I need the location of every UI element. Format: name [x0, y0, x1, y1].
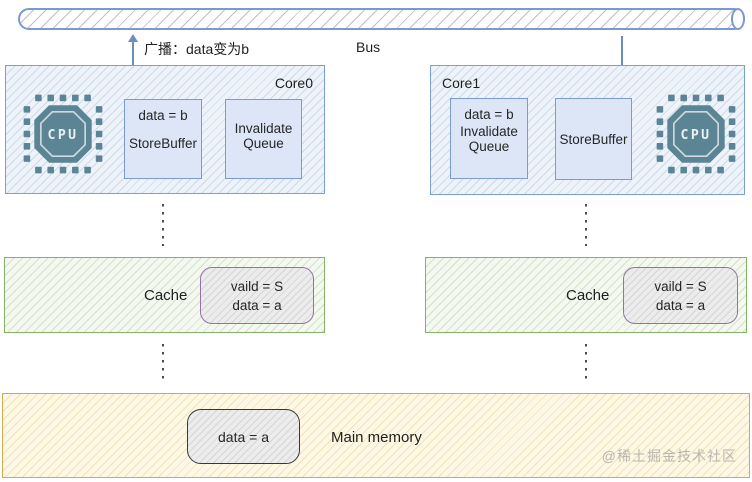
invalidate-queue-label-line1: Invalidate	[460, 124, 518, 139]
invalidate-queue-label-line1: Invalidate	[234, 121, 293, 136]
cache-label: Cache	[144, 287, 188, 304]
store-buffer-value: data = b	[138, 108, 188, 123]
cache-left-memory-connector	[162, 344, 164, 384]
invalidate-queue-label-line2: Queue	[243, 136, 284, 151]
bus-end-cap	[731, 8, 745, 30]
cache-line-valid: vaild = S	[230, 278, 284, 294]
memory-data-value: data = a	[218, 428, 269, 445]
core1-cache-connector	[585, 204, 587, 246]
core1-label: Core1	[442, 75, 481, 91]
store-buffer-label: StoreBuffer	[128, 136, 198, 151]
cache-line-valid: vaild = S	[654, 278, 707, 294]
watermark: @稀土掘金技术社区	[601, 448, 737, 464]
core0-store-buffer: data = b StoreBuffer	[124, 99, 202, 179]
cache-label: Cache	[566, 287, 610, 304]
bus-label: Bus	[356, 39, 381, 55]
invalidate-queue-value: data = b	[464, 107, 514, 122]
svg-text:CPU: CPU	[47, 128, 78, 143]
main-memory-box: data = a Main memory @稀土掘金技术社区	[2, 393, 750, 478]
core1-box: Core1 data = b Invalidate Queue StoreBuf…	[430, 65, 745, 195]
core1-store-buffer: StoreBuffer	[555, 98, 632, 180]
core0-cache-connector	[162, 204, 164, 246]
cache-line-data: data = a	[232, 297, 282, 313]
memory-data-box: data = a	[187, 409, 300, 464]
broadcast-label: 广播：data变为b	[144, 41, 250, 57]
svg-text:CPU: CPU	[680, 128, 711, 143]
cpu0-chip-icon: CPU	[23, 94, 103, 174]
core0-box: Core0 CPU data = b StoreBuffer Invalidat…	[5, 65, 325, 194]
cache-line-box: vaild = S data = a	[623, 267, 738, 324]
core0-label: Core0	[274, 75, 313, 91]
broadcast-arrow-up-icon	[128, 34, 138, 42]
core0-invalidate-queue: Invalidate Queue	[225, 99, 302, 179]
cache-line-data: data = a	[655, 297, 706, 313]
cache-right-memory-connector	[585, 344, 587, 384]
cache-left-box: Cache vaild = S data = a	[4, 257, 325, 333]
bus-pipe	[18, 8, 745, 30]
core1-invalidate-queue: data = b Invalidate Queue	[450, 98, 528, 179]
store-buffer-label: StoreBuffer	[559, 131, 628, 147]
cpu1-chip-icon: CPU	[656, 94, 736, 174]
bus-to-core1-arrow-line	[621, 36, 623, 78]
invalidate-queue-label-line2: Queue	[468, 139, 510, 154]
cache-right-box: Cache vaild = S data = a	[425, 257, 747, 333]
main-memory-label: Main memory	[331, 429, 422, 446]
cache-line-box: vaild = S data = a	[200, 267, 314, 324]
